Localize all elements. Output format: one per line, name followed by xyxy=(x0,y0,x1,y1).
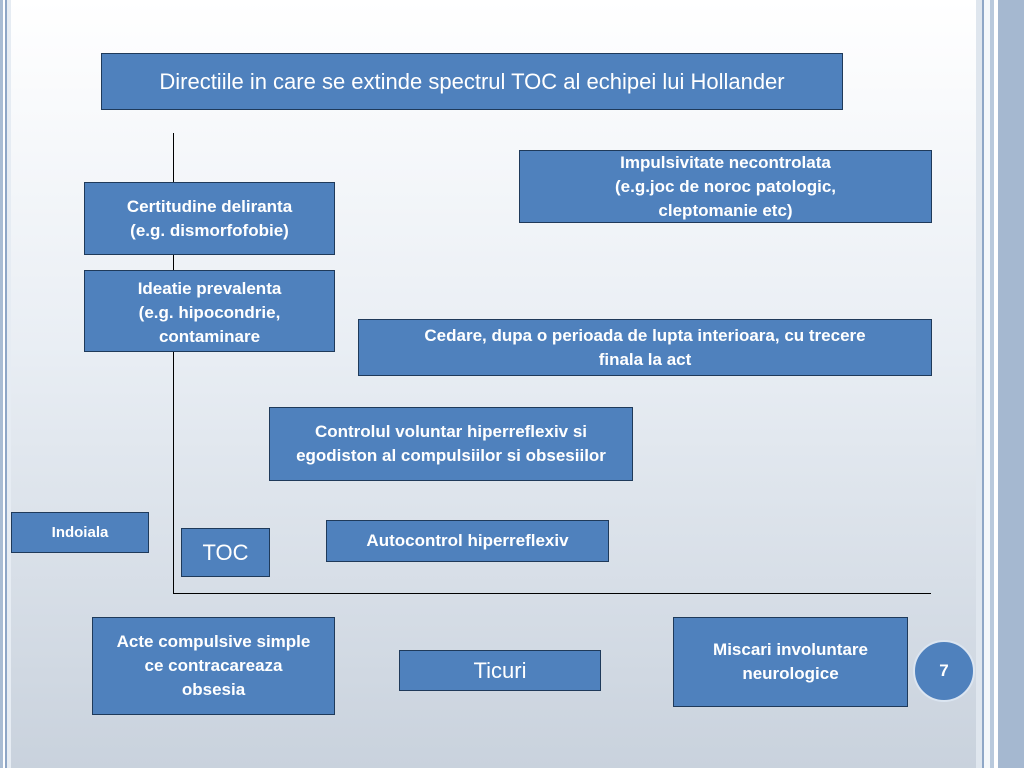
box-indoiala: Indoiala xyxy=(11,512,149,553)
box-ticuri: Ticuri xyxy=(399,650,601,691)
horizontal-axis-line xyxy=(173,593,931,594)
vertical-axis-line xyxy=(173,133,174,594)
box-acte: Acte compulsive simple ce contracareaza … xyxy=(92,617,335,715)
box-autocontrol: Autocontrol hiperreflexiv xyxy=(326,520,609,562)
title-box: Directiile in care se extinde spectrul T… xyxy=(101,53,843,110)
box-ideatie: Ideatie prevalenta (e.g. hipocondrie, co… xyxy=(84,270,335,352)
box-miscari: Miscari involuntare neurologice xyxy=(673,617,908,707)
page-number-badge: 7 xyxy=(913,640,975,702)
right-border-decoration xyxy=(976,0,1024,768)
box-cedare: Cedare, dupa o perioada de lupta interio… xyxy=(358,319,932,376)
box-certitudine: Certitudine deliranta (e.g. dismorfofobi… xyxy=(84,182,335,255)
left-border-decoration xyxy=(0,0,11,768)
box-toc: TOC xyxy=(181,528,270,577)
box-controlul: Controlul voluntar hiperreflexiv si egod… xyxy=(269,407,633,481)
box-impulsivitate: Impulsivitate necontrolata (e.g.joc de n… xyxy=(519,150,932,223)
